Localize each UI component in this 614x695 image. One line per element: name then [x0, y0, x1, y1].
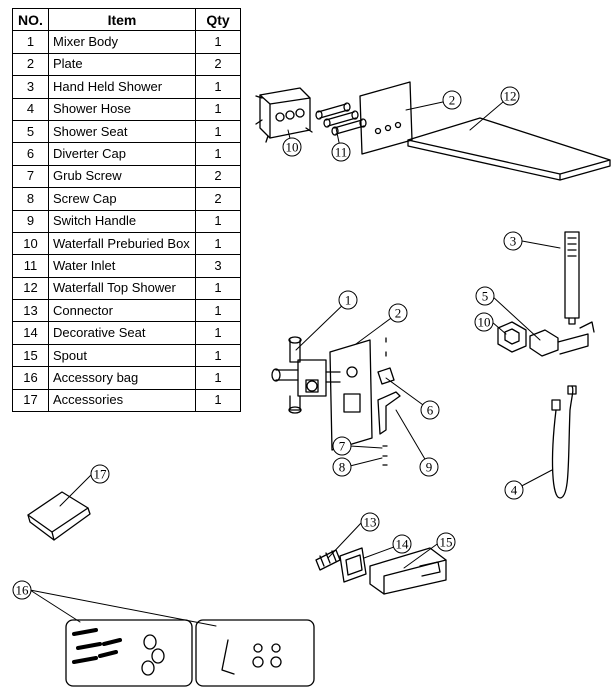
mixer-plate-drawing	[329, 339, 373, 451]
svg-text:6: 6	[427, 403, 434, 418]
cell-qty: 1	[195, 299, 241, 323]
svg-text:10: 10	[286, 140, 299, 155]
waterfall-top-shower-drawing	[407, 117, 611, 181]
callout-2-top: 2	[442, 90, 462, 110]
cell-qty: 1	[195, 366, 241, 390]
leader-lines	[29, 95, 561, 627]
svg-text:15: 15	[440, 535, 453, 550]
hand-held-shower-drawing	[564, 231, 580, 325]
svg-text:8: 8	[339, 460, 346, 475]
svg-text:12: 12	[504, 89, 517, 104]
cell-no: 10	[12, 231, 49, 256]
svg-text:11: 11	[335, 145, 348, 160]
callout-14: 14	[392, 534, 412, 554]
cell-qty: 1	[195, 75, 241, 99]
callout-12: 12	[500, 86, 520, 106]
cell-qty: 1	[195, 276, 241, 301]
callout-13: 13	[360, 512, 380, 532]
svg-text:5: 5	[482, 289, 489, 304]
svg-text:3: 3	[510, 234, 517, 249]
cell-item: Waterfall Top Shower	[48, 276, 196, 301]
callout-17: 17	[90, 464, 110, 484]
grub-screws-drawing	[382, 445, 388, 466]
svg-text:9: 9	[426, 460, 433, 475]
svg-text:14: 14	[396, 537, 410, 552]
decorative-seat-drawing	[339, 547, 367, 583]
svg-text:4: 4	[511, 483, 518, 498]
shower-hose-drawing	[551, 385, 577, 499]
mixer-body-drawing	[271, 336, 341, 414]
callout-8: 8	[332, 457, 352, 477]
callout-10-top: 10	[282, 137, 302, 157]
svg-text:17: 17	[94, 467, 108, 482]
cell-qty: 2	[195, 52, 241, 77]
callout-3: 3	[503, 231, 523, 251]
cell-qty: 1	[195, 388, 241, 413]
callout-16: 16	[12, 580, 32, 600]
small-preburied-box-drawing	[497, 321, 527, 353]
callout-7: 7	[332, 436, 352, 456]
cell-item: Spout	[48, 343, 196, 368]
callout-5: 5	[475, 286, 495, 306]
svg-text:16: 16	[16, 583, 30, 598]
callout-1: 1	[338, 290, 358, 310]
accessories-booklet-drawing	[27, 491, 91, 541]
accessory-bag-right-panel	[195, 619, 315, 687]
shower-seat-drawing	[529, 321, 595, 357]
svg-text:2: 2	[395, 306, 402, 321]
waterfall-preburied-box-drawing	[255, 87, 313, 143]
table-header-row: NO. Item Qty	[12, 7, 241, 32]
cell-item: Connector	[48, 299, 196, 323]
callout-11: 11	[331, 142, 351, 162]
top-plate-drawing	[359, 81, 413, 155]
cell-item: Decorative Seat	[48, 321, 196, 345]
cell-item: Accessories	[48, 388, 196, 413]
svg-text:1: 1	[345, 293, 352, 308]
header-no: NO.	[12, 7, 49, 32]
callout-2-mixer: 2	[388, 303, 408, 323]
callout-4: 4	[504, 480, 524, 500]
svg-text:10: 10	[478, 315, 491, 330]
cell-qty: 1	[195, 321, 241, 345]
callout-6: 6	[420, 400, 440, 420]
spout-drawing	[369, 547, 447, 595]
cell-qty: 1	[195, 343, 241, 368]
cell-no: 15	[12, 343, 49, 368]
cell-item: Accessory bag	[48, 366, 196, 390]
cell-no: 14	[12, 321, 49, 345]
switch-handle-drawing	[377, 391, 401, 435]
svg-text:2: 2	[449, 93, 456, 108]
water-inlets-drawing	[315, 102, 367, 136]
accessory-bag-left-panel	[65, 619, 193, 687]
callout-10-right: 10	[474, 312, 494, 332]
callout-9: 9	[419, 457, 439, 477]
svg-text:13: 13	[364, 515, 377, 530]
connector-drawing	[315, 549, 341, 571]
cell-qty: 1	[195, 231, 241, 256]
diverter-cap-drawing	[377, 337, 395, 385]
svg-text:7: 7	[339, 439, 346, 454]
callout-15: 15	[436, 532, 456, 552]
header-qty: Qty	[195, 7, 241, 32]
cell-qty: 3	[195, 254, 241, 278]
